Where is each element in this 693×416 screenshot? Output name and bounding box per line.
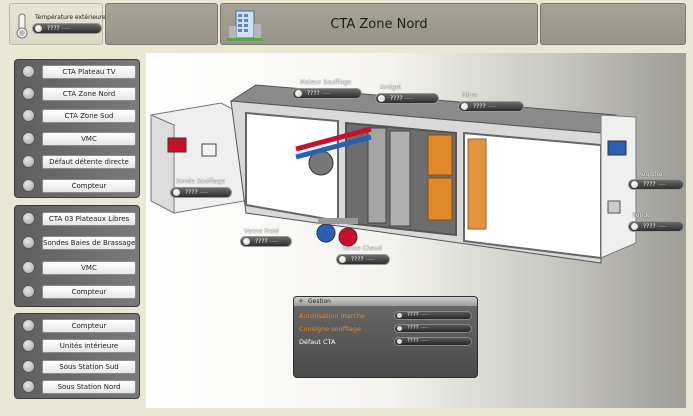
nav-button-compteur-3[interactable]: Compteur (42, 319, 136, 333)
status-led (22, 212, 35, 225)
status-led (22, 261, 35, 274)
gestion-panel: Gestion Autorisation marche ???? Consign… (293, 296, 478, 378)
nav-row[interactable]: Unités intérieure (15, 338, 139, 354)
title-panel: CTA Zone Nord (220, 3, 538, 45)
top-spacer-panel (105, 3, 218, 45)
registre-value[interactable]: ???? (628, 179, 684, 190)
nav-button-vmc[interactable]: VMC (42, 132, 136, 146)
nav-button-cta-03[interactable]: CTA 03 Plateaux Libres (42, 212, 136, 226)
nav-group-2: CTA 03 Plateaux Libres Sondes Baies de B… (14, 205, 140, 307)
registre-label: Registre (638, 171, 663, 178)
sonde-soufflage-value[interactable]: ???? (170, 187, 232, 198)
status-led (22, 319, 35, 332)
defaut-cta-value[interactable]: ???? (394, 337, 472, 346)
nav-button-compteur[interactable]: Compteur (42, 179, 136, 193)
status-led (22, 65, 35, 78)
page-title: CTA Zone Nord (330, 16, 428, 32)
nav-button-vmc-2[interactable]: VMC (42, 261, 136, 275)
antigel-label: Antigel (380, 84, 402, 91)
nav-row[interactable]: CTA Plateau TV (15, 64, 139, 80)
nav-group-1: CTA Plateau TV CTA Zone Nord CTA Zone Su… (14, 59, 140, 198)
nav-button-cta-zone-sud[interactable]: CTA Zone Sud (42, 109, 136, 123)
vanne-chaud-value[interactable]: ???? (336, 254, 390, 265)
top-right-panel (540, 3, 686, 45)
vanne-froid-value[interactable]: ???? (240, 236, 292, 247)
nav-button-sous-station-nord[interactable]: Sous Station Nord (42, 380, 136, 394)
moteur-soufflage-label: Moteur Soufflage (300, 79, 352, 86)
nav-row[interactable]: CTA Zone Sud (15, 108, 139, 124)
status-led (22, 87, 35, 100)
building-icon (227, 10, 263, 41)
filtre-label: Filtre (462, 92, 477, 99)
air-handling-unit-illustration (150, 84, 637, 264)
nav-button-sondes-baies[interactable]: Sondes Baies de Brassage (42, 236, 136, 250)
status-led (22, 360, 35, 373)
nav-button-cta-plateau-tv[interactable]: CTA Plateau TV (42, 65, 136, 79)
nav-row[interactable]: CTA Zone Nord (15, 86, 139, 102)
ext-temp-panel: Température extérieure ???? (9, 3, 106, 45)
autorisation-marche-value[interactable]: ???? (394, 311, 472, 320)
antigel-value[interactable]: ???? (375, 93, 439, 104)
nav-row[interactable]: Sous Station Sud (15, 359, 139, 375)
nav-row[interactable]: Sous Station Nord (15, 379, 139, 395)
filtre-value[interactable]: ???? (458, 101, 524, 112)
status-led (22, 339, 35, 352)
vanne-froid-label: Vanne Froid (244, 228, 280, 235)
vanne-chaud-label: Vanne Chaud (342, 245, 382, 252)
consigne-soufflage-value[interactable]: ???? (394, 324, 472, 333)
defaut-cta-label: Défaut CTA (299, 338, 336, 346)
sonde-label: Sonde (632, 212, 651, 219)
thermometer-icon (16, 13, 28, 39)
status-led (22, 155, 35, 168)
status-led (22, 109, 35, 122)
ext-temp-value: ???? (32, 23, 102, 34)
gestion-title[interactable]: Gestion (294, 297, 477, 306)
sonde-soufflage-label: Sonde Soufflage (176, 178, 225, 185)
nav-button-sous-station-sud[interactable]: Sous Station Sud (42, 360, 136, 374)
status-led (22, 380, 35, 393)
nav-row[interactable]: CTA 03 Plateaux Libres (15, 211, 139, 227)
nav-row[interactable]: VMC (15, 131, 139, 147)
moteur-soufflage-value[interactable]: ???? (292, 88, 362, 99)
autorisation-marche-label: Autorisation marche (299, 312, 365, 320)
nav-row[interactable]: Défaut détente directe (15, 154, 139, 170)
nav-row[interactable]: Compteur (15, 284, 139, 300)
status-led (22, 179, 35, 192)
consigne-soufflage-label: Consigne soufflage (299, 325, 362, 333)
nav-button-compteur-2[interactable]: Compteur (42, 285, 136, 299)
cta-scene: Moteur Soufflage ???? Antigel ???? Filtr… (146, 53, 686, 408)
nav-group-3: Compteur Unités intérieure Sous Station … (14, 313, 140, 399)
sonde-value[interactable]: ???? (628, 221, 684, 232)
ext-temp-label: Température extérieure (35, 14, 106, 21)
nav-row[interactable]: Sondes Baies de Brassage (15, 235, 139, 251)
status-led (22, 285, 35, 298)
nav-row[interactable]: Compteur (15, 178, 139, 194)
nav-row[interactable]: VMC (15, 260, 139, 276)
nav-button-unites-interieure[interactable]: Unités intérieure (42, 339, 136, 353)
nav-button-cta-zone-nord[interactable]: CTA Zone Nord (42, 87, 136, 101)
status-led (22, 132, 35, 145)
status-led (22, 236, 35, 249)
nav-button-defaut-detente[interactable]: Défaut détente directe (42, 155, 136, 169)
nav-row[interactable]: Compteur (15, 318, 139, 334)
